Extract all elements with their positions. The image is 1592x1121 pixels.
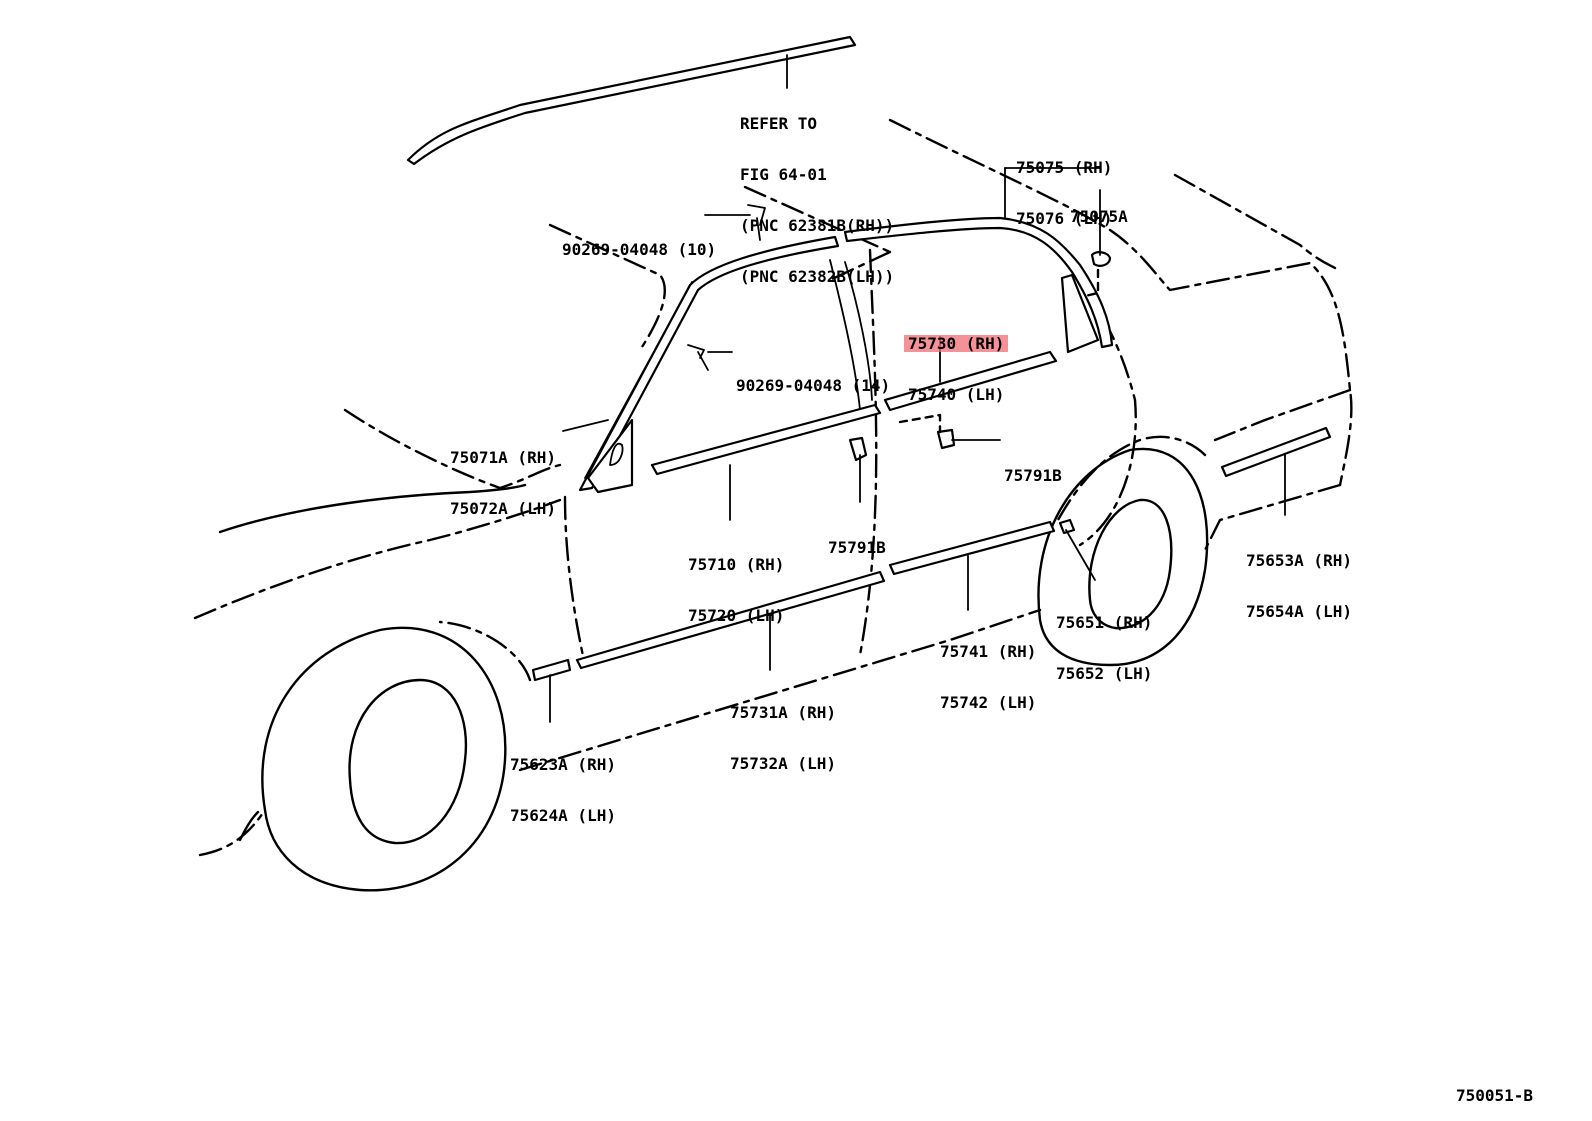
part-75741: 75741 (RH) — [940, 642, 1037, 661]
quarter-window-molding — [1060, 273, 1100, 354]
rear-door-lower-molding — [888, 520, 1056, 576]
part-75623A: 75623A (RH) — [510, 755, 616, 774]
label-75653A: 75653A (RH) 75654A (LH) — [1246, 518, 1352, 637]
part-75731A: 75731A (RH) — [730, 703, 836, 722]
clip-icon-c — [1090, 251, 1112, 267]
part-75730-highlighted[interactable]: 75730 (RH) — [904, 335, 1009, 352]
refer-line-2: FIG 64-01 — [740, 165, 827, 184]
door-frame-moldings — [578, 216, 1114, 492]
clip-icon-b — [936, 428, 956, 450]
label-90269-b: 90269-04048 (14) — [736, 343, 890, 411]
front-pillar-garnish — [586, 418, 634, 494]
clip-icon-d — [1058, 518, 1076, 535]
figure-code: 750051-B — [1456, 1053, 1533, 1121]
label-75071A: 75071A (RH) 75072A (LH) — [450, 415, 556, 534]
part-75075A: 75075A — [1070, 207, 1128, 226]
parts-diagram — [193, 35, 1353, 892]
rear-wheel — [1037, 447, 1209, 667]
label-75791B-b: 75791B — [1004, 433, 1062, 501]
part-75072A: 75072A (LH) — [450, 499, 556, 518]
screw-icon-b — [687, 344, 709, 371]
part-75742: 75742 (LH) — [940, 693, 1037, 712]
part-75720: 75720 (LH) — [688, 606, 785, 625]
refer-line-3: (PNC 62381B(RH)) — [740, 216, 895, 235]
part-75732A: 75732A (LH) — [730, 754, 836, 773]
label-75651: 75651 (RH) 75652 (LH) — [1056, 580, 1152, 699]
part-90269-b: 90269-04048 (14) — [736, 376, 891, 395]
part-75624A: 75624A (LH) — [510, 806, 616, 825]
part-90269-a: 90269-04048 (10) — [562, 240, 717, 259]
label-75075: 75075 (RH) 75076 (LH) — [1016, 125, 1112, 244]
label-75730: 75730 (RH) 75740 (LH) — [904, 301, 1009, 420]
front-wheel — [198, 626, 507, 892]
clip-icon-a — [848, 436, 868, 462]
label-75075A: 75075A — [1070, 174, 1128, 242]
part-75651: 75651 (RH) — [1056, 613, 1153, 632]
refer-line-4: (PNC 62382B(LH)) — [740, 267, 895, 286]
part-75710: 75710 (RH) — [688, 555, 785, 574]
part-75791B-a: 75791B — [828, 538, 886, 557]
part-75652: 75652 (LH) — [1056, 664, 1153, 683]
label-75623A: 75623A (RH) 75624A (LH) — [510, 722, 616, 841]
fender-molding — [531, 658, 572, 682]
label-75791B-a: 75791B — [828, 505, 886, 573]
refer-line-1: REFER TO — [740, 114, 818, 133]
part-75654A: 75654A (LH) — [1246, 602, 1352, 621]
figure-code-text: 750051-B — [1456, 1086, 1534, 1105]
roof-drip-molding — [406, 35, 857, 166]
label-refer-fig: REFER TO FIG 64-01 (PNC 62381B(RH)) (PNC… — [740, 81, 894, 302]
screw-icon-a — [747, 204, 766, 241]
rear-belt-molding — [883, 350, 1058, 412]
front-door-lower-molding — [575, 570, 886, 670]
part-75740: 75740 (LH) — [908, 385, 1005, 404]
label-90269-a: 90269-04048 (10) — [562, 207, 716, 275]
leader-lines — [549, 54, 1286, 723]
part-75653A: 75653A (RH) — [1246, 551, 1352, 570]
part-75071A: 75071A (RH) — [450, 448, 556, 467]
label-75731A: 75731A (RH) 75732A (LH) — [730, 670, 836, 789]
part-75076: 75076 (LH) — [1016, 209, 1113, 228]
label-75710: 75710 (RH) 75720 (LH) — [688, 522, 784, 641]
front-belt-molding — [650, 403, 882, 476]
label-75741: 75741 (RH) 75742 (LH) — [940, 609, 1036, 728]
part-75791B-b: 75791B — [1004, 466, 1062, 485]
part-75075: 75075 (RH) — [1016, 158, 1113, 177]
quarter-molding — [1220, 426, 1332, 478]
